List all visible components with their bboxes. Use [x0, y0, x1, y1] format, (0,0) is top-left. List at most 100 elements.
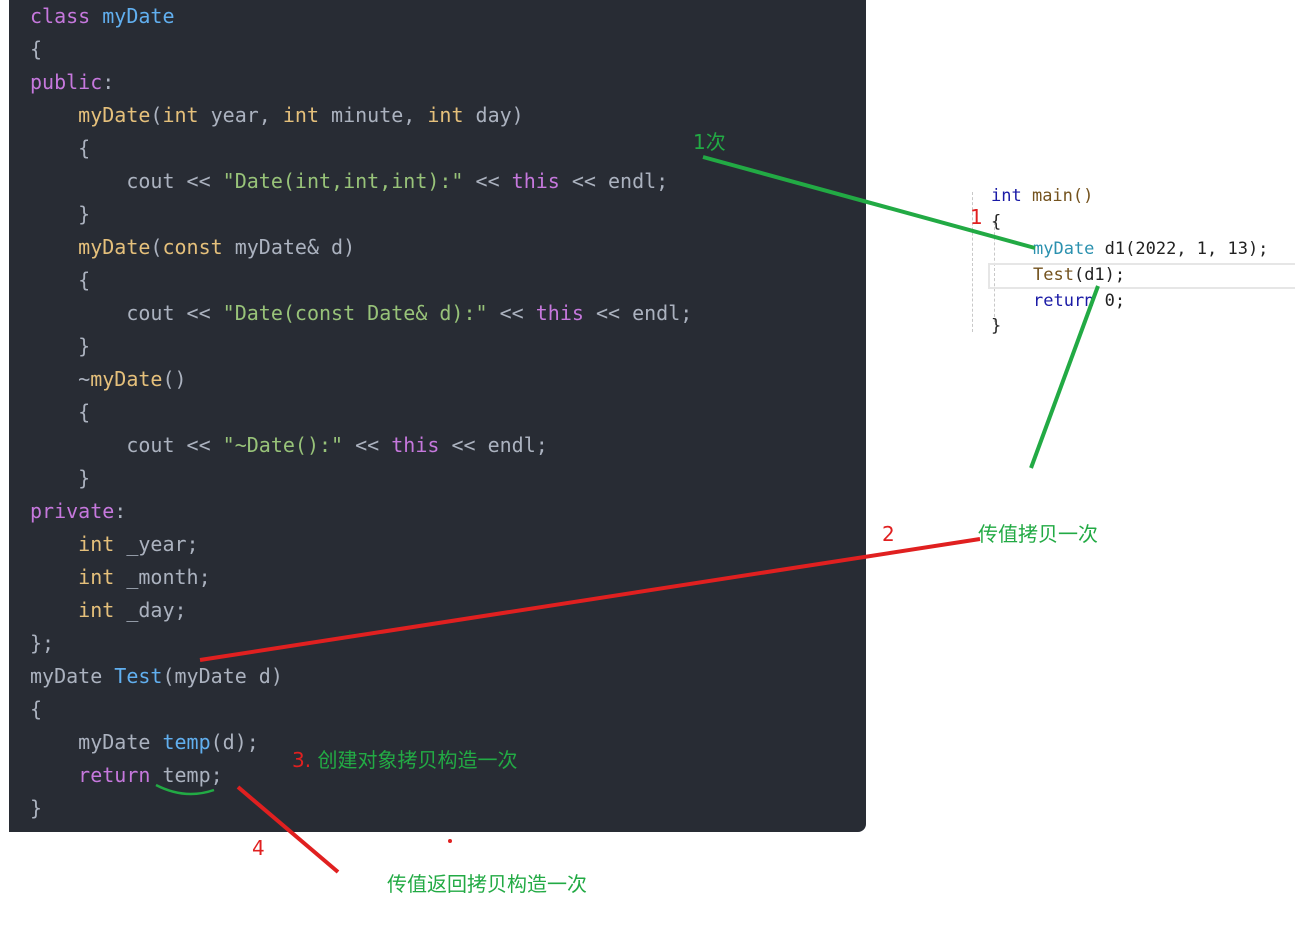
code-text: year, — [198, 103, 283, 127]
code-text: _year; — [114, 532, 199, 556]
keyword: return — [1033, 291, 1095, 311]
code-text: } — [30, 466, 91, 490]
code-text: _day; — [114, 598, 187, 622]
code-panel: class myDate { public: myDate(int year, … — [9, 0, 866, 832]
type: int — [78, 598, 115, 622]
code-text: << — [343, 433, 392, 457]
code-line: class myDate — [30, 0, 175, 33]
string-literal: "Date(int,int,int):" — [222, 169, 464, 193]
keyword: this — [391, 433, 440, 457]
code-line: { — [30, 396, 90, 429]
code-text: } — [30, 334, 91, 358]
annotation-number-2: 2 — [882, 522, 895, 546]
code-text: : — [114, 499, 127, 523]
code-text: { — [30, 697, 43, 721]
ide-line: int main() — [991, 183, 1093, 209]
code-text: day) — [463, 103, 524, 127]
type: int — [162, 103, 199, 127]
code-text: << endl; — [439, 433, 548, 457]
annotation-once: 1次 — [693, 130, 726, 154]
code-line: int _month; — [30, 561, 211, 594]
code-text: () — [162, 367, 187, 391]
code-line: myDate temp(d); — [30, 726, 259, 759]
current-line-highlight — [988, 263, 1295, 289]
code-text: ~ — [30, 367, 91, 391]
function-name: myDate — [78, 235, 151, 259]
code-line: ~myDate() — [30, 363, 187, 396]
code-text: { — [30, 268, 91, 292]
function-name: Test — [114, 664, 163, 688]
code-text: << — [463, 169, 512, 193]
code-line: } — [30, 330, 90, 363]
code-text: main() — [1021, 186, 1094, 206]
keyword: return — [78, 763, 151, 787]
code-text: { — [30, 37, 43, 61]
code-text: cout << — [30, 301, 223, 325]
code-text: } — [30, 202, 91, 226]
annotation-number-3: 3. — [292, 748, 312, 772]
ide-line: Test(d1); — [1033, 262, 1125, 288]
code-text: minute, — [319, 103, 428, 127]
code-text: { — [30, 400, 91, 424]
code-line: } — [30, 792, 42, 825]
annotation-return-copy: 传值返回拷贝构造一次 — [387, 872, 587, 896]
code-line: } — [30, 198, 90, 231]
code-text: (myDate d) — [162, 664, 283, 688]
code-line: { — [30, 33, 42, 66]
annotation-create-copy-text: 创建对象拷贝构造一次 — [317, 748, 518, 772]
code-text: _month; — [114, 565, 211, 589]
code-text: (d1); — [1073, 265, 1126, 285]
code-text: (d); — [210, 730, 259, 754]
ide-line: } — [991, 313, 1001, 339]
string-literal: "~Date():" — [222, 433, 344, 457]
code-line: { — [30, 693, 42, 726]
code-text: } — [991, 316, 1002, 336]
code-text: cout << — [30, 169, 223, 193]
code-text: : — [102, 70, 115, 94]
code-line: public: — [30, 66, 114, 99]
code-text: d1(2022, 1, 13); — [1094, 239, 1269, 259]
code-line: myDate Test(myDate d) — [30, 660, 283, 693]
code-line: cout << "Date(const Date& d):" << this <… — [30, 297, 692, 330]
code-line: cout << "Date(int,int,int):" << this << … — [30, 165, 668, 198]
class-name: myDate — [102, 4, 175, 28]
code-text: temp; — [150, 763, 223, 787]
type: int — [427, 103, 464, 127]
class-name: myDate — [1033, 239, 1095, 259]
indent-guide — [994, 222, 995, 322]
code-line: } — [30, 462, 90, 495]
code-text: { — [991, 212, 1002, 232]
code-text: << — [487, 301, 536, 325]
code-text: << endl; — [583, 301, 693, 325]
code-text: ( — [150, 103, 163, 127]
code-text: 0; — [1094, 291, 1126, 311]
code-text: } — [30, 796, 43, 820]
code-line: myDate(const myDate& d) — [30, 231, 355, 264]
keyword: private — [30, 499, 115, 523]
annotation-number-4: 4 — [252, 836, 265, 860]
code-text: myDate& d) — [222, 235, 356, 259]
code-line: return temp; — [30, 759, 223, 792]
keyword: int — [991, 186, 1022, 206]
function-name: myDate — [90, 367, 163, 391]
code-text: << endl; — [559, 169, 669, 193]
code-text: myDate — [30, 730, 163, 754]
code-line: myDate(int year, int minute, int day) — [30, 99, 524, 132]
ide-line: return 0; — [1033, 288, 1125, 314]
keyword: this — [511, 169, 560, 193]
keyword: this — [535, 301, 584, 325]
red-dot — [448, 839, 452, 843]
code-text: ( — [150, 235, 163, 259]
code-line: }; — [30, 627, 54, 660]
code-line: cout << "~Date():" << this << endl; — [30, 429, 548, 462]
keyword: public — [30, 70, 103, 94]
code-line: int _year; — [30, 528, 199, 561]
ide-line: { — [991, 209, 1001, 235]
type: int — [78, 532, 115, 556]
code-text: }; — [30, 631, 55, 655]
ide-line: myDate d1(2022, 1, 13); — [1033, 236, 1268, 262]
code-line: int _day; — [30, 594, 187, 627]
type: const — [162, 235, 223, 259]
code-line: { — [30, 132, 90, 165]
function-name: myDate — [78, 103, 151, 127]
